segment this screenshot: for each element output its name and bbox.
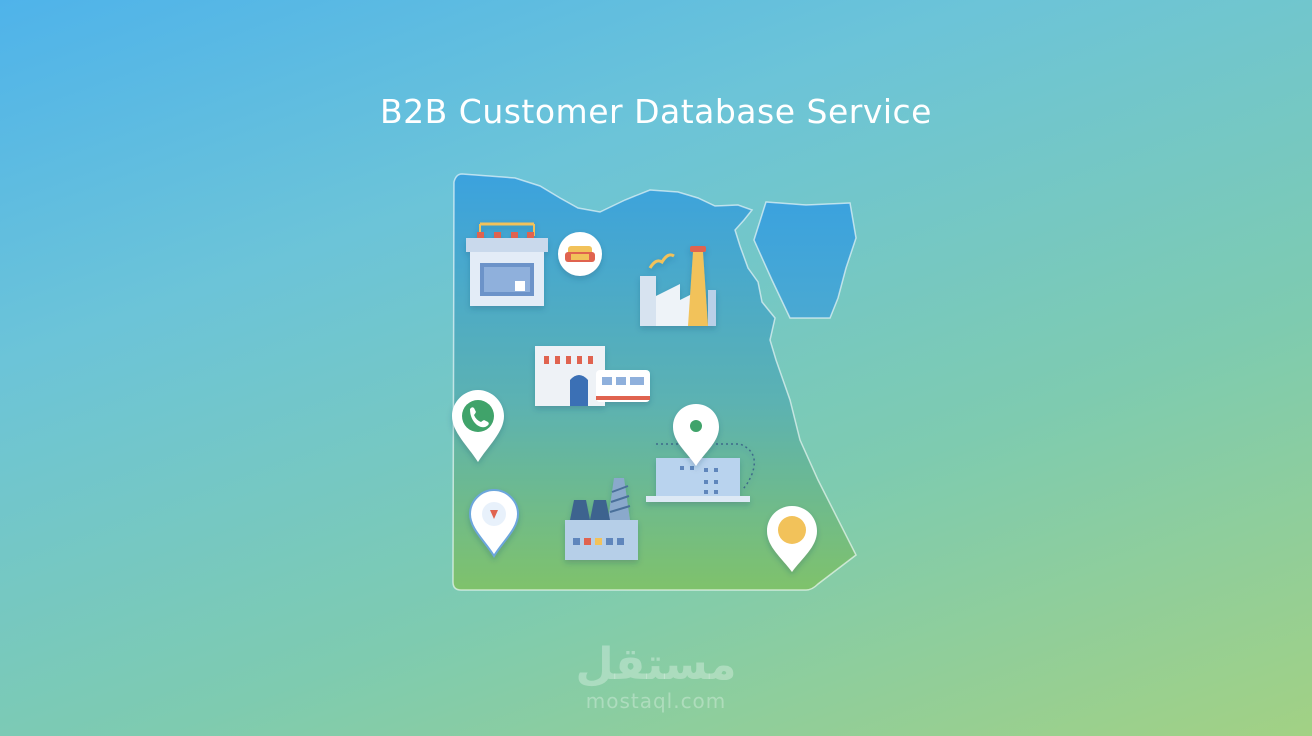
- location-pin-icon: [468, 488, 520, 558]
- power-plant-icon: [565, 478, 638, 560]
- watermark-domain: mostaql.com: [585, 689, 727, 713]
- yellow-pin-icon: [767, 506, 817, 572]
- sofa-badge-icon: [558, 232, 602, 276]
- page-title: B2B Customer Database Service: [380, 92, 932, 131]
- egypt-map-shape: [452, 173, 857, 591]
- sinai-map-shape: [753, 201, 857, 319]
- green-pin-icon: [673, 404, 719, 466]
- office-building-icon: [646, 443, 755, 502]
- whatsapp-pin-icon: [452, 390, 504, 462]
- warehouse-truck-icon: [535, 346, 650, 406]
- factory-icon: [640, 246, 716, 326]
- storefront-icon: [466, 222, 548, 306]
- watermark-logo-text: مستقل: [575, 639, 737, 690]
- mostaql-watermark: مستقل mostaql.com: [540, 639, 772, 713]
